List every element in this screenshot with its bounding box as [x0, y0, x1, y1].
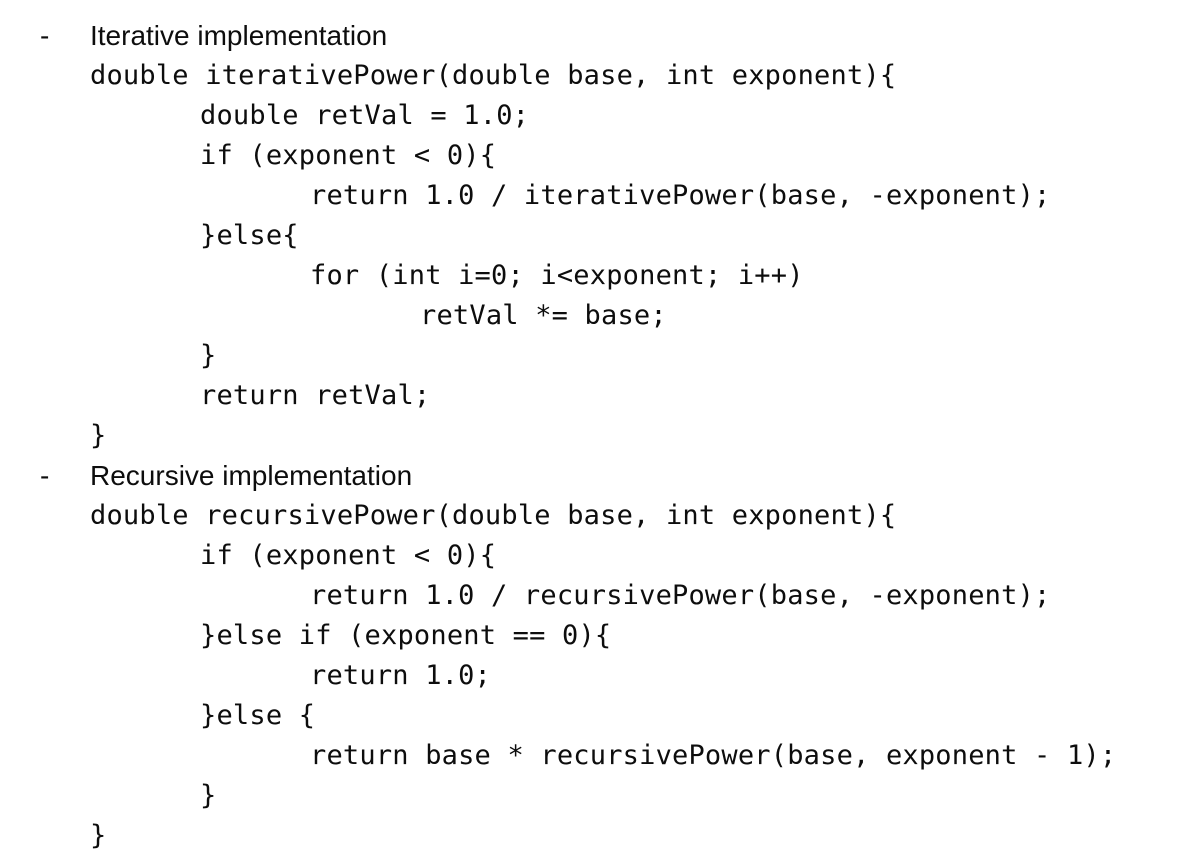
- bullet-dash: -: [40, 20, 50, 51]
- code-line: }else {: [200, 700, 316, 731]
- code-line: for (int i=0; i<exponent; i++): [310, 260, 804, 291]
- code-document: - Iterative implementation double iterativ…: [0, 16, 1203, 856]
- section-heading-line: - Iterative implementation: [0, 16, 1203, 56]
- code-line: return retVal;: [200, 380, 431, 411]
- code-line: return 1.0;: [310, 660, 492, 691]
- code-line: double retVal = 1.0;: [200, 100, 530, 131]
- code-line: }: [90, 420, 107, 451]
- code-line: return base * recursivePower(base, expon…: [310, 740, 1117, 771]
- section-heading: Recursive implementation: [90, 460, 413, 491]
- code-line: }else{: [200, 220, 299, 251]
- code-line: return 1.0 / recursivePower(base, -expon…: [310, 580, 1051, 611]
- section-heading-line: - Recursive implementation: [0, 456, 1203, 496]
- code-line: return 1.0 / iterativePower(base, -expon…: [310, 180, 1051, 211]
- code-line: }: [200, 780, 217, 811]
- code-line: }: [90, 820, 107, 851]
- code-line: double iterativePower(double base, int e…: [90, 60, 897, 91]
- code-line: }: [200, 340, 217, 371]
- code-line: retVal *= base;: [420, 300, 667, 331]
- code-line: if (exponent < 0){: [200, 540, 497, 571]
- code-line: if (exponent < 0){: [200, 140, 497, 171]
- code-line: }else if (exponent == 0){: [200, 620, 612, 651]
- section-heading: Iterative implementation: [90, 20, 388, 51]
- code-line: double recursivePower(double base, int e…: [90, 500, 897, 531]
- bullet-dash: -: [40, 460, 50, 491]
